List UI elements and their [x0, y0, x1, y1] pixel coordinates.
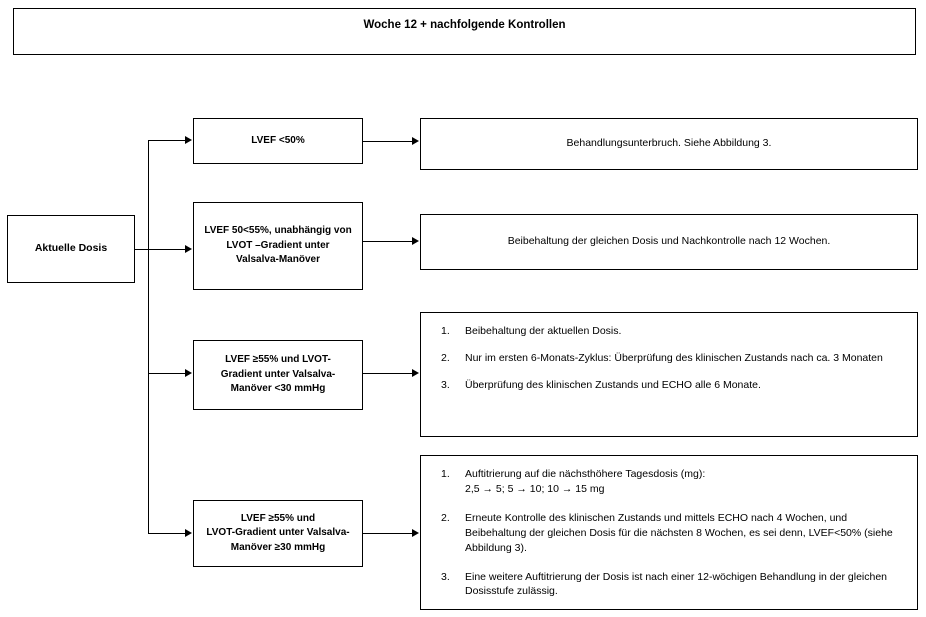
list-item-number: 3.: [441, 570, 450, 583]
outcome-4-list: 1. Auftitrierung auf die nächsthöhere Ta…: [421, 456, 917, 613]
list-item-number: 1.: [441, 468, 450, 480]
header-title: Woche 12 + nachfolgende Kontrollen: [363, 19, 566, 31]
list-item: 1. Beibehaltung der aktuellen Dosis.: [431, 324, 903, 339]
arrowhead-branch-3: [185, 369, 192, 377]
node-aktuelle-dosis: Aktuelle Dosis: [7, 215, 135, 283]
list-item-number: 1.: [441, 325, 450, 337]
connector-criterion-1-to-outcome: [363, 141, 413, 143]
outcome-3-list: 1. Beibehaltung der aktuellen Dosis. 2. …: [421, 313, 917, 393]
list-item-number: 2.: [441, 511, 450, 524]
connector-branch-1: [147, 140, 186, 142]
list-item: 2. Nur im ersten 6-Monats-Zyklus: Überpr…: [431, 351, 903, 366]
arrowhead-branch-1: [185, 136, 192, 144]
list-item: 3. Eine weitere Auftitrierung der Dosis …: [431, 570, 903, 600]
connector-branch-2: [147, 249, 186, 251]
criterion-label-3: LVEF ≥55% und LVOT- Gradient unter Valsa…: [220, 354, 336, 395]
outcome-box-treatment-interruption: Behandlungsunterbruch. Siehe Abbildung 3…: [420, 118, 918, 170]
connector-criterion-3-to-outcome: [363, 373, 413, 375]
list-item-number: 3.: [441, 378, 450, 391]
node-aktuelle-dosis-label: Aktuelle Dosis: [34, 242, 108, 255]
connector-source-to-trunk: [135, 249, 149, 251]
arrowhead-outcome-1: [412, 137, 419, 145]
criterion-label-2: LVEF 50<55%, unabhängig von LVOT –Gradie…: [204, 225, 352, 266]
arrowhead-outcome-4: [412, 529, 419, 537]
arrowhead-branch-4: [185, 529, 192, 537]
criterion-box-lvef-50-55: LVEF 50<55%, unabhängig von LVOT –Gradie…: [193, 202, 363, 290]
list-item-text: Nur im ersten 6-Monats-Zyklus: Überprüfu…: [465, 351, 883, 364]
list-item-text: Überprüfung des klinischen Zustands und …: [465, 378, 761, 391]
arrowhead-branch-2: [185, 245, 192, 253]
arrowhead-outcome-2: [412, 237, 419, 245]
criterion-box-lvef-ge-55-lvot-lt-30: LVEF ≥55% und LVOT- Gradient unter Valsa…: [193, 340, 363, 410]
connector-branch-4: [147, 533, 186, 535]
connector-branch-3: [147, 373, 186, 375]
header-banner: Woche 12 + nachfolgende Kontrollen: [13, 8, 916, 55]
outcome-text-1: Behandlungsunterbruch. Siehe Abbildung 3…: [566, 137, 772, 150]
list-item-number: 2.: [441, 351, 450, 364]
list-item: 2. Erneute Kontrolle des klinischen Zust…: [431, 511, 903, 556]
outcome-box-maintain-dose: Beibehaltung der gleichen Dosis und Nach…: [420, 214, 918, 270]
criterion-label-4: LVEF ≥55% und LVOT-Gradient unter Valsal…: [206, 512, 350, 553]
outcome-box-maintain-and-monitor: 1. Beibehaltung der aktuellen Dosis. 2. …: [420, 312, 918, 437]
arrowhead-outcome-3: [412, 369, 419, 377]
list-item-text: Beibehaltung der aktuellen Dosis.: [465, 325, 622, 337]
criterion-label-1: LVEF <50%: [251, 134, 305, 146]
outcome-box-uptitration: 1. Auftitrierung auf die nächsthöhere Ta…: [420, 455, 918, 610]
criterion-box-lvef-ge-55-lvot-ge-30: LVEF ≥55% und LVOT-Gradient unter Valsal…: [193, 500, 363, 567]
connector-criterion-4-to-outcome: [363, 533, 413, 535]
list-item-text: Erneute Kontrolle des klinischen Zustand…: [465, 511, 893, 554]
connector-criterion-2-to-outcome: [363, 241, 413, 243]
connector-trunk-vertical: [147, 140, 149, 533]
list-item-text: Auftitrierung auf die nächsthöhere Tages…: [465, 468, 706, 495]
list-item: 3. Überprüfung des klinischen Zustands u…: [431, 378, 903, 393]
criterion-box-lvef-lt-50: LVEF <50%: [193, 118, 363, 164]
list-item: 1. Auftitrierung auf die nächsthöhere Ta…: [431, 467, 903, 497]
outcome-text-2: Beibehaltung der gleichen Dosis und Nach…: [507, 235, 831, 248]
list-item-text: Eine weitere Auftitrierung der Dosis ist…: [465, 570, 888, 598]
